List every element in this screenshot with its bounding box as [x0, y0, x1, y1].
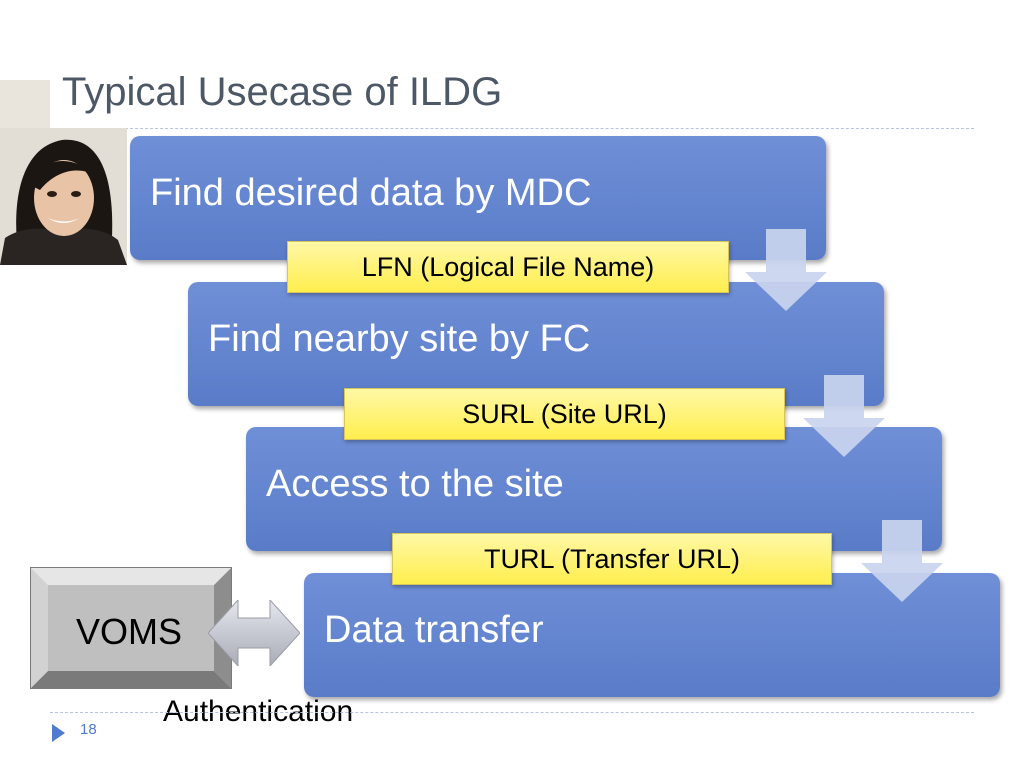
footer-divider: [50, 712, 974, 713]
double-arrow-icon: [208, 600, 300, 666]
down-arrow-icon: [861, 520, 943, 602]
voms-label: VOMS: [76, 611, 183, 652]
down-arrow-icon: [745, 229, 827, 311]
presenter-photo: [0, 128, 127, 265]
turl-label: TURL (Transfer URL): [392, 533, 832, 585]
down-arrow-icon: [803, 375, 885, 457]
step-label: Find desired data by MDC: [150, 172, 592, 214]
step-label: Access to the site: [266, 463, 564, 505]
authentication-label: Authentication: [163, 695, 354, 728]
step-find-data: Find desired data by MDC: [130, 136, 826, 260]
slide-title: Typical Usecase of ILDG: [62, 70, 503, 114]
step-access-site: Access to the site: [246, 427, 942, 551]
title-divider: [50, 128, 974, 129]
bullet-triangle-icon: [52, 724, 65, 742]
step-label: Find nearby site by FC: [208, 318, 591, 360]
lfn-label: LFN (Logical File Name): [287, 241, 729, 293]
surl-label: SURL (Site URL): [344, 388, 785, 440]
step-find-site: Find nearby site by FC: [188, 282, 884, 406]
step-data-transfer: Data transfer: [304, 573, 1000, 697]
title-side-bar: [0, 80, 50, 128]
page-number: 18: [80, 721, 97, 738]
step-label: Data transfer: [324, 609, 544, 651]
